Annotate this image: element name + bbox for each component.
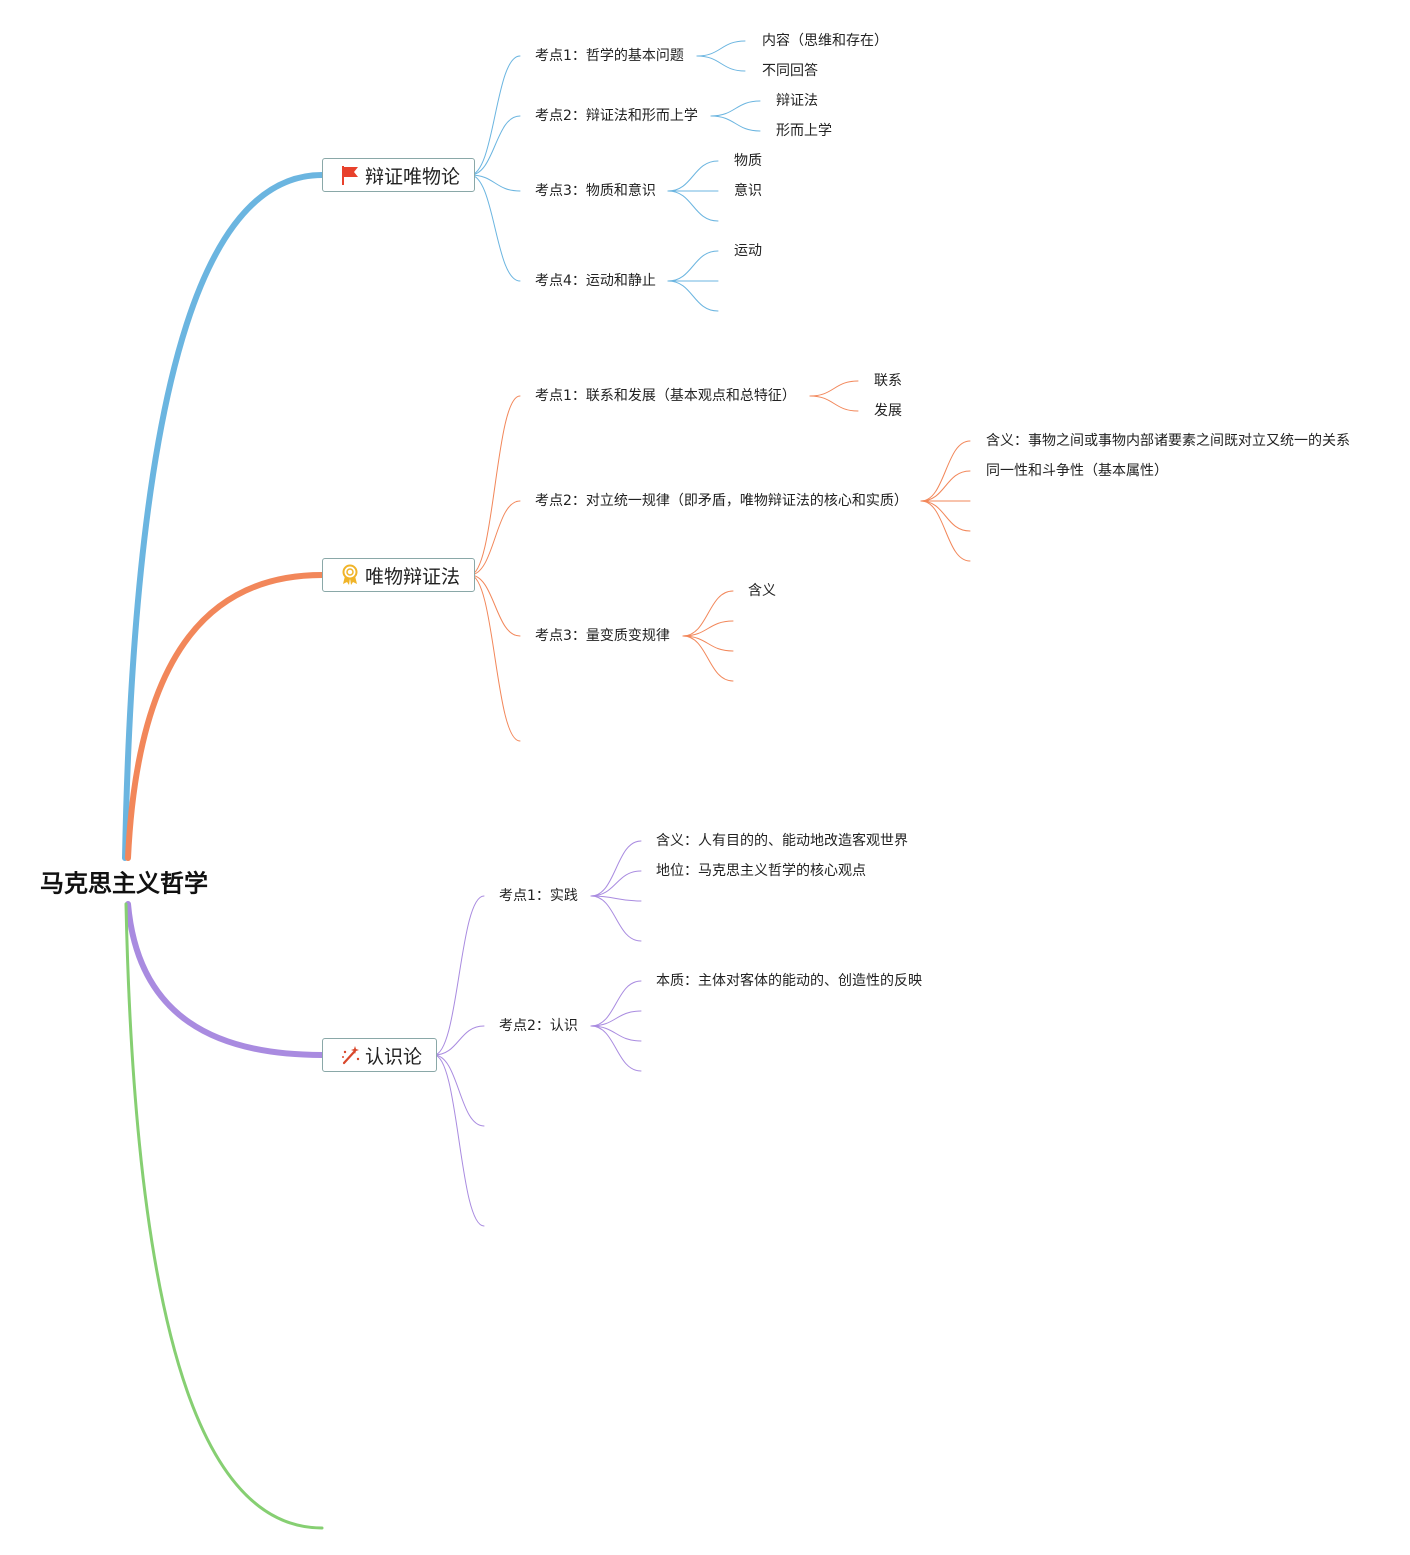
leaf-node[interactable]: 发展 — [874, 403, 902, 419]
subtopic-node[interactable]: 考点1：哲学的基本问题 — [535, 48, 684, 64]
leaf-node[interactable]: 内容（思维和存在） — [762, 33, 888, 49]
subtopic-connector — [433, 1054, 485, 1127]
subtopic-node[interactable]: 考点4：运动和静止 — [535, 273, 656, 289]
subtopic-node[interactable]: 考点3：物质和意识 — [535, 183, 656, 199]
subtopic-connector — [469, 55, 521, 176]
leaf-connector — [809, 380, 859, 397]
leaf-node[interactable]: 含义：事物之间或事物内部诸要素之间既对立又统一的关系 — [986, 433, 1350, 449]
main-topic-epistemology[interactable]: 认识论 — [322, 1038, 438, 1072]
leaf-connector — [809, 395, 859, 412]
subtopic-connector — [433, 1054, 485, 1227]
leaf-connector — [682, 620, 734, 637]
leaf-node[interactable]: 意识 — [734, 183, 762, 199]
magic-wand-icon — [339, 1044, 361, 1066]
leaf-connector — [590, 1025, 642, 1072]
main-topic-materialist-dialectics[interactable]: 唯物辩证法 — [322, 558, 476, 592]
subtopic-node[interactable]: 考点2：辩证法和形而上学 — [535, 108, 698, 124]
leaf-connector — [696, 55, 746, 72]
leaf-node[interactable]: 地位：马克思主义哲学的核心观点 — [656, 863, 866, 879]
leaf-connector — [590, 980, 642, 1027]
leaf-connector — [667, 280, 719, 312]
main-topic-label: 认识论 — [365, 1045, 423, 1068]
main-topic-dialectical-materialism[interactable]: 辩证唯物论 — [322, 158, 476, 192]
subtopic-connector — [469, 115, 521, 176]
main-topic-label: 辩证唯物论 — [365, 165, 461, 188]
leaf-connector — [590, 895, 642, 942]
leaf-node[interactable]: 同一性和斗争性（基本属性） — [986, 463, 1168, 479]
leaf-connector — [920, 470, 971, 502]
subtopic-connector — [469, 395, 521, 576]
root-topic[interactable]: 马克思主义哲学 — [40, 869, 208, 898]
leaf-connector — [590, 895, 642, 902]
subtopic-node[interactable]: 考点3：量变质变规律 — [535, 628, 670, 644]
main-branch-line — [125, 572, 325, 861]
leaf-connector — [667, 160, 719, 192]
subtopic-connector — [433, 1025, 485, 1056]
subtopic-connector — [469, 174, 521, 192]
main-topic-label: 唯物辩证法 — [365, 565, 461, 588]
leaf-connector — [920, 500, 971, 562]
leaf-connector — [682, 635, 734, 682]
leaf-node[interactable]: 辩证法 — [776, 93, 818, 109]
subtopic-connector — [433, 895, 485, 1056]
subtopic-connector — [469, 574, 521, 637]
main-branch-line — [124, 902, 324, 1530]
medal-icon — [339, 564, 361, 586]
flag-icon — [339, 164, 361, 186]
leaf-connector — [710, 115, 761, 132]
leaf-node[interactable]: 联系 — [874, 373, 902, 389]
subtopic-connector — [469, 174, 521, 282]
leaf-connector — [710, 100, 761, 117]
leaf-connector — [590, 870, 642, 897]
leaf-node[interactable]: 含义：人有目的的、能动地改造客观世界 — [656, 833, 908, 849]
leaf-connector — [590, 1010, 642, 1027]
main-branch-line — [122, 172, 325, 861]
leaf-connector — [667, 250, 719, 282]
leaf-node[interactable]: 物质 — [734, 153, 762, 169]
subtopic-node[interactable]: 考点2：认识 — [499, 1018, 578, 1034]
subtopic-node[interactable]: 考点2：对立统一规律（即矛盾，唯物辩证法的核心和实质） — [535, 493, 908, 509]
leaf-node[interactable]: 含义 — [748, 583, 776, 599]
leaf-connector — [920, 440, 971, 502]
subtopic-connector — [469, 500, 521, 576]
subtopic-connector — [469, 574, 521, 742]
leaf-connector — [696, 40, 746, 57]
leaf-connector — [667, 190, 719, 222]
leaf-node[interactable]: 不同回答 — [762, 63, 818, 79]
leaf-connector — [590, 1025, 642, 1042]
subtopic-node[interactable]: 考点1：联系和发展（基本观点和总特征） — [535, 388, 796, 404]
leaf-connector — [682, 635, 734, 652]
subtopic-node[interactable]: 考点1：实践 — [499, 888, 578, 904]
leaf-node[interactable]: 形而上学 — [776, 123, 832, 139]
leaf-connector — [920, 500, 971, 532]
leaf-connector — [590, 840, 642, 897]
leaf-connector — [682, 590, 734, 637]
leaf-node[interactable]: 运动 — [734, 243, 762, 259]
main-branch-line — [125, 901, 325, 1058]
leaf-node[interactable]: 本质：主体对客体的能动的、创造性的反映 — [656, 973, 922, 989]
